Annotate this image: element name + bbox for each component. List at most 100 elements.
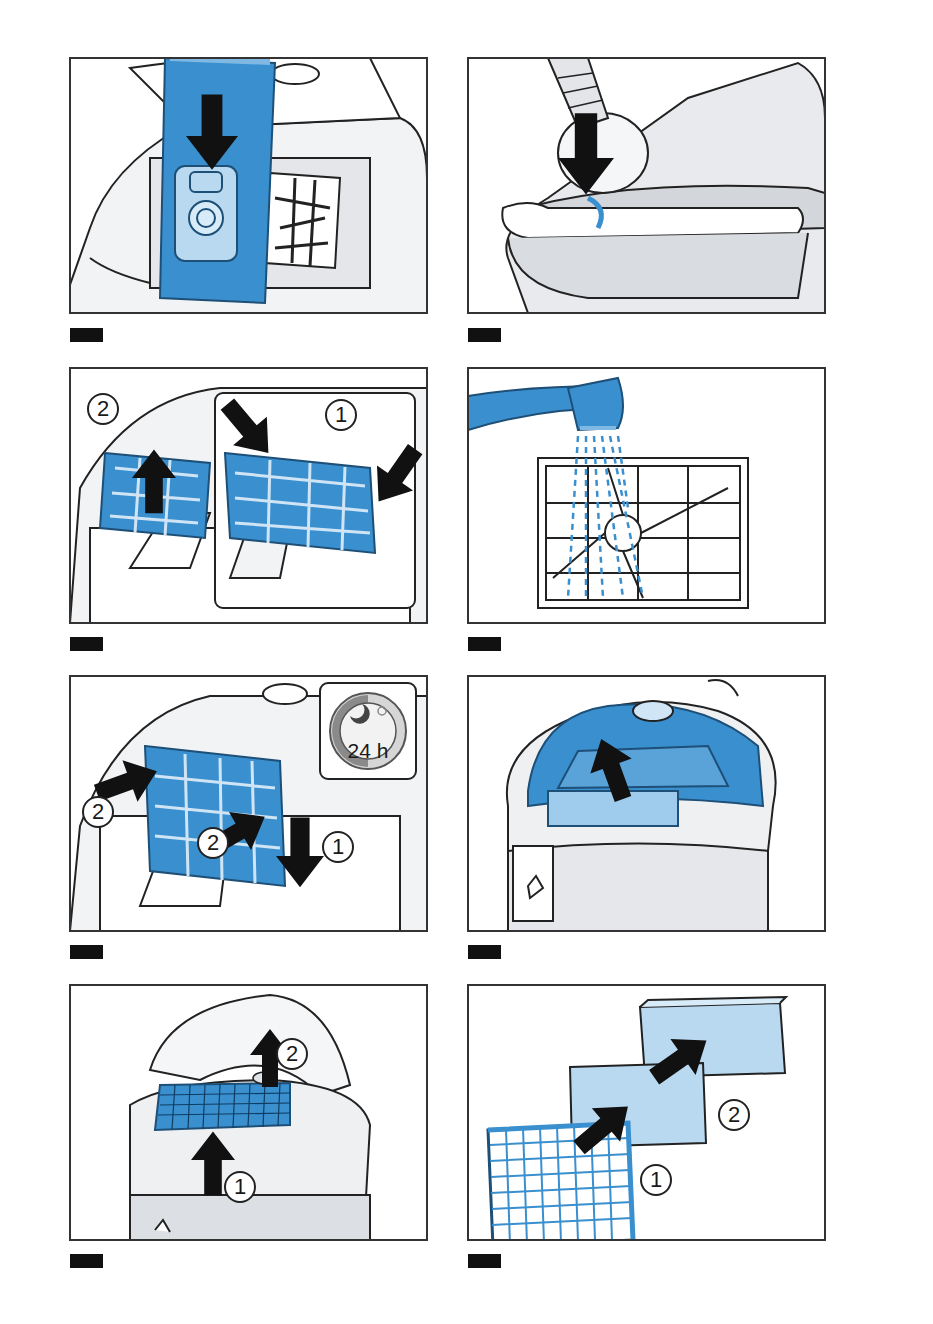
bag-insert-panel-part-part — [190, 172, 222, 192]
bag-insert-panel — [60, 55, 427, 313]
filter-insert-panel-part — [70, 676, 427, 931]
exhaust-filter-remove-panel-part — [70, 985, 427, 1240]
filter-remove-panel-part-part — [225, 453, 375, 553]
figure-tab-part — [70, 637, 103, 651]
filter-rinse-panel-part-part — [568, 436, 643, 598]
exhaust-filter-remove-panel-part-part — [277, 1039, 307, 1069]
bag-insert-panel-part-part — [186, 94, 238, 169]
callout-number: 2 — [207, 832, 219, 854]
bag-insert-panel-part-part — [271, 64, 319, 84]
callout-number: 2 — [92, 801, 104, 823]
lid-open-panel-part-part — [528, 876, 543, 898]
exhaust-filter-remove-panel-part-part — [155, 1083, 290, 1130]
filter-parts-panel-part-part — [565, 1090, 642, 1165]
hose-connect-panel-part-part — [558, 113, 648, 193]
figure-tab-part — [468, 1254, 501, 1268]
filter-rinse-panel-part — [468, 368, 825, 623]
exhaust-filter-remove-panel-part-part — [225, 1172, 255, 1202]
filter-insert-panel-part — [70, 683, 427, 931]
filter-insert-panel-part-part — [145, 746, 285, 886]
bag-insert-panel-part — [70, 58, 427, 313]
filter-rinse-panel-part-part — [605, 515, 641, 551]
bag-insert-panel-part-part — [265, 173, 340, 268]
lid-open-panel-part — [468, 676, 825, 931]
time-label: 24 h — [348, 740, 389, 761]
callout-number: 2 — [728, 1104, 740, 1126]
bag-insert-panel-part-part — [197, 209, 215, 227]
filter-remove-panel-part-part — [211, 390, 286, 467]
hose-connect-panel-part — [502, 58, 825, 313]
filter-remove-panel — [70, 368, 433, 623]
filter-rinse-panel — [468, 368, 825, 623]
filter-insert-panel-part-part — [83, 797, 113, 827]
filter-parts-panel-part-part — [642, 1023, 719, 1096]
filter-remove-panel-part-part — [326, 400, 356, 430]
filter-insert-panel-part-part — [70, 696, 427, 931]
filter-insert-panel-part-part — [199, 798, 276, 868]
filter-rinse-panel-part-part-part — [568, 436, 578, 598]
hose-connect-panel-part-part — [508, 233, 808, 298]
filter-rinse-panel-part-part-part — [610, 436, 643, 598]
hose-connect-panel-part-part — [506, 63, 825, 313]
figure-tab — [70, 328, 501, 1268]
hose-connect-panel — [468, 58, 825, 313]
filter-insert-panel — [70, 676, 427, 931]
hose-connect-panel-part-part — [558, 113, 614, 194]
lid-open-panel-part-part — [633, 701, 673, 721]
filter-insert-panel-part-part — [263, 684, 307, 704]
lid-open-panel-part — [507, 680, 776, 931]
filter-remove-panel-part-part — [361, 437, 427, 514]
filter-remove-panel-part-part — [70, 388, 427, 623]
lid-open-panel-part-part — [708, 680, 738, 696]
filter-remove-panel-part — [70, 388, 427, 623]
exhaust-filter-remove-panel-part — [130, 995, 370, 1240]
filter-insert-panel-part-part — [323, 832, 353, 862]
filter-parts-panel-part — [488, 997, 786, 1240]
filter-insert-panel-part-part — [330, 693, 406, 769]
exhaust-filter-remove-panel — [70, 985, 427, 1240]
bag-insert-panel-part-part — [175, 166, 237, 261]
exhaust-filter-remove-panel-part-part — [158, 1083, 290, 1129]
figure-tab-part — [70, 1254, 103, 1268]
lid-open-panel-part-part — [513, 846, 553, 921]
filter-insert-panel-part-part — [378, 707, 386, 715]
lid-open-panel-part-part — [558, 746, 728, 788]
filter-rinse-panel-part-part-part — [602, 436, 623, 598]
exhaust-filter-remove-panel-part-part — [130, 1195, 370, 1240]
exhaust-filter-remove-panel-part-part — [155, 1220, 170, 1232]
filter-rinse-panel-part-part-part — [585, 436, 588, 598]
bag-insert-panel-part-part — [275, 178, 330, 266]
filter-parts-panel-part — [468, 985, 825, 1240]
callout-number: 2 — [97, 398, 109, 420]
callout-number: 1 — [332, 836, 344, 858]
bag-insert-panel-part-part — [160, 58, 275, 303]
callout-number: 2 — [286, 1043, 298, 1065]
filter-remove-panel-part-part — [88, 394, 118, 424]
filter-insert-panel-part-part — [155, 754, 280, 883]
filter-insert-panel-part-part — [350, 704, 370, 724]
filter-parts-panel-part-part — [488, 1123, 633, 1240]
figure-tab-part — [468, 637, 501, 651]
filter-rinse-panel-part — [468, 378, 748, 608]
filter-parts-panel-part-part — [719, 1100, 749, 1130]
callout-number: 1 — [650, 1169, 662, 1191]
hose-connect-panel-part-part — [502, 203, 803, 238]
filter-parts-panel-part-part — [640, 997, 786, 1007]
filter-parts-panel — [468, 985, 825, 1247]
filter-parts-panel-part-part — [490, 1124, 632, 1240]
filter-rinse-panel-part-part — [546, 466, 740, 600]
exhaust-filter-remove-panel-part-part-part — [172, 1083, 280, 1129]
callout-number: 1 — [335, 404, 347, 426]
filter-insert-panel-part-part — [276, 818, 324, 888]
figure-tab-part — [468, 945, 501, 959]
filter-parts-panel-part-part — [641, 1165, 671, 1195]
bag-insert-panel-part — [70, 58, 427, 313]
filter-rinse-panel-part-part-part — [618, 436, 628, 508]
hose-connect-panel-part-part — [558, 73, 603, 108]
lid-open-panel — [468, 676, 825, 931]
filter-rinse-panel-part-part — [568, 378, 623, 430]
filter-parts-panel-part-part — [488, 1123, 633, 1240]
